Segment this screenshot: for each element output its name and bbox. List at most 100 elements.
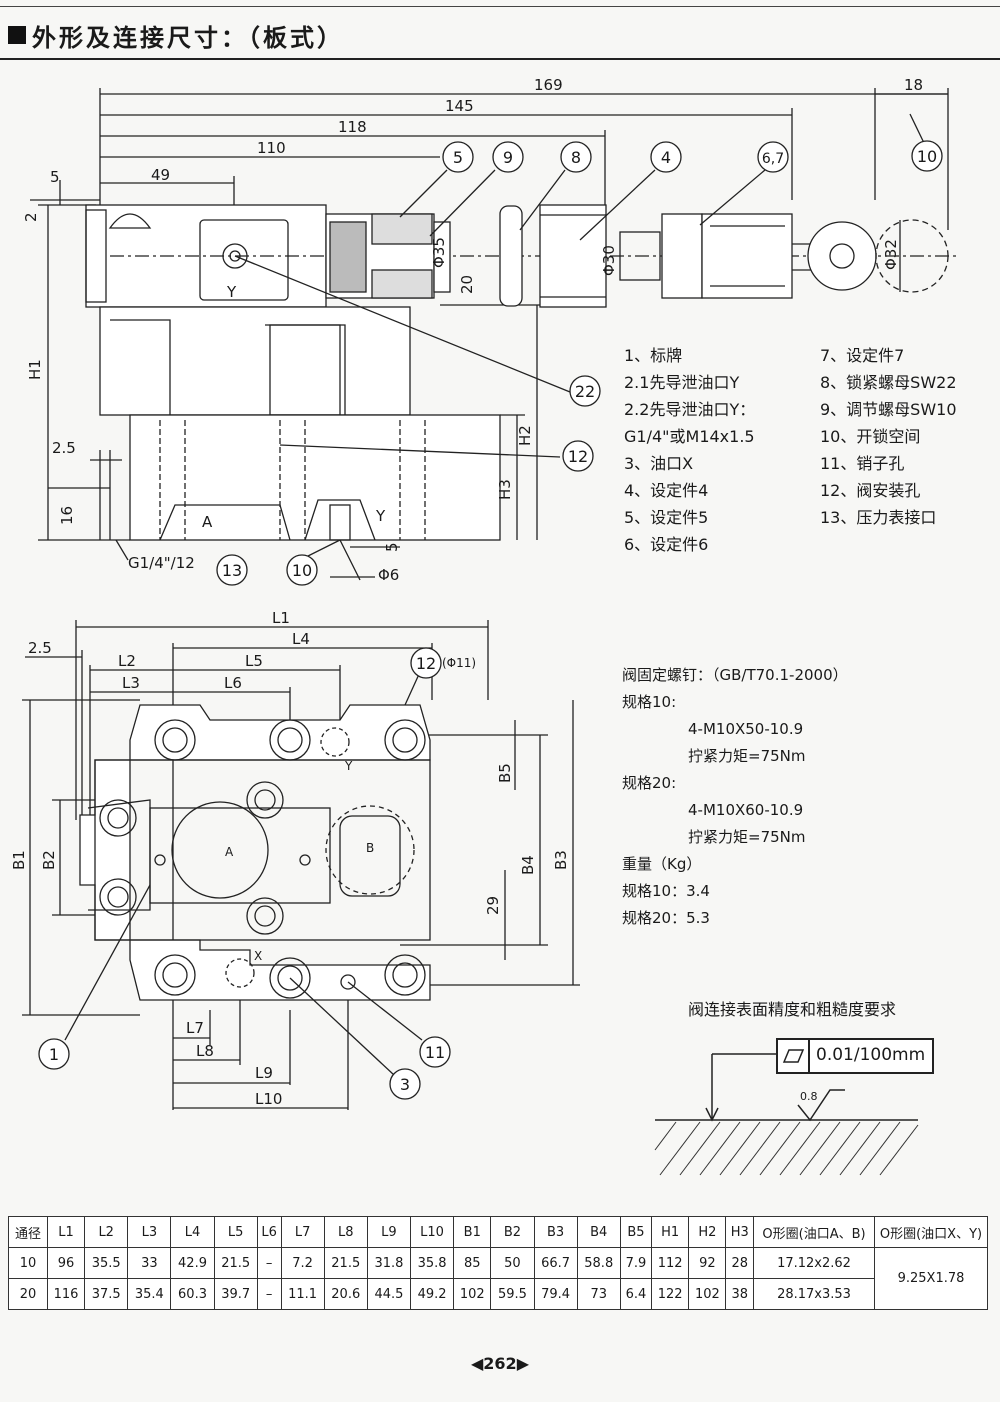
table-cell: 35.8 [409, 1247, 455, 1279]
dim-145: 145 [445, 97, 474, 115]
callout-12-note: (Φ11) [442, 656, 476, 670]
dim-g14-12: G1/4"/12 [128, 554, 195, 572]
header-top-rule [0, 6, 1000, 7]
dimension-table: 通径 L1 L2 L3 L4 L5 L6 L7 L8 L9 L10 B1 B2 … [8, 1216, 988, 1310]
legend-item: 9、调节螺母SW10 [820, 400, 957, 419]
dim-2: 2 [22, 212, 40, 222]
legend-item: 8、锁紧螺母SW22 [820, 373, 957, 392]
table-cell: 85 [453, 1247, 492, 1279]
dim-b1: B1 [10, 850, 28, 870]
table-header-cell: L4 [170, 1216, 215, 1248]
table-header-row: 通径 L1 L2 L3 L4 L5 L6 L7 L8 L9 L10 B1 B2 … [8, 1216, 988, 1248]
dim-l2: L2 [118, 652, 136, 670]
dim-phi32: Φ32 [882, 239, 900, 270]
dim-l6: L6 [224, 674, 242, 692]
side-view-drawing: 169 145 118 110 49 5 18 2 Φ35 20 Φ30 Φ32… [22, 76, 960, 586]
table-cell: 102 [688, 1278, 727, 1310]
dim-l7: L7 [186, 1019, 204, 1037]
table-cell: 21.5 [323, 1247, 368, 1279]
note-weight: 重量（Kg） [622, 855, 702, 873]
dim-l3: L3 [122, 674, 140, 692]
table-header-cell: H2 [688, 1216, 727, 1248]
flatness-frame: 0.01/100mm [776, 1038, 934, 1074]
header-rule [0, 58, 1000, 60]
callout-9: 9 [503, 148, 513, 167]
dim-5-bottom: 5 [383, 542, 401, 552]
table-header-cell: L10 [409, 1216, 455, 1248]
table-row: 10 96 35.5 33 42.9 21.5 – 7.2 21.5 31.8 … [8, 1247, 988, 1310]
note-bolt-standard: 阀固定螺钉：（GB/T70.1-2000） [622, 666, 848, 684]
table-cell-oring-xy: 9.25X1.78 [874, 1247, 988, 1310]
table-cell: 66.7 [533, 1247, 578, 1279]
table-header-cell: L3 [127, 1216, 172, 1248]
table-cell: 73 [576, 1278, 621, 1310]
table-cell: 20.6 [323, 1278, 368, 1310]
callout-10-top: 10 [917, 147, 937, 166]
table-header-cell: L7 [280, 1216, 325, 1248]
flatness-value: 0.01/100mm [816, 1045, 926, 1065]
legend-left: 1、标牌 2.1先导泄油口Y 2.2先导泄油口Y： G1/4"或M14x1.5 … [624, 342, 755, 558]
table-cell: 28.17x3.53 [753, 1278, 875, 1310]
table-header-cell: L8 [323, 1216, 368, 1248]
dim-h2: H2 [516, 425, 534, 446]
port-y-side: Y [375, 507, 386, 525]
table-cell: 44.5 [366, 1278, 412, 1310]
port-y-top: Y [226, 283, 237, 301]
table-cell: 37.5 [84, 1278, 129, 1310]
dim-169: 169 [534, 76, 563, 94]
dim-l4: L4 [292, 630, 310, 648]
port-y-face: Y [344, 759, 353, 773]
table-header-cell: 通径 [8, 1216, 48, 1248]
table-cell: 35.4 [127, 1278, 172, 1310]
legend-item: 13、压力表接口 [820, 508, 937, 527]
table-cell: 50 [490, 1247, 535, 1279]
table-cell: 122 [651, 1278, 690, 1310]
table-cell: – [256, 1278, 282, 1310]
table-cell: 49.2 [409, 1278, 455, 1310]
callout-4: 4 [661, 148, 671, 167]
dim-l9: L9 [255, 1064, 273, 1082]
table-header-cell: L2 [84, 1216, 129, 1248]
table-cell: 59.5 [490, 1278, 535, 1310]
flatness-icon [778, 1040, 810, 1072]
table-cell: 42.9 [170, 1247, 215, 1279]
mounting-notes: 阀固定螺钉：（GB/T70.1-2000） 规格10: 4-M10X50-10.… [622, 662, 848, 932]
note-weight-10: 规格10：3.4 [622, 882, 710, 900]
dim-l1: L1 [272, 609, 290, 627]
table-cell: 28 [725, 1247, 754, 1279]
legend-item: 12、阀安装孔 [820, 481, 921, 500]
table-cell: 102 [453, 1278, 492, 1310]
table-header-cell: O形圈(油口A、B) [753, 1216, 875, 1248]
callout-6-7: 6,7 [762, 151, 784, 167]
table-header-cell: B2 [490, 1216, 535, 1248]
dim-phi30: Φ30 [600, 245, 618, 276]
port-x-face: X [254, 949, 262, 963]
callout-3: 3 [400, 1075, 410, 1094]
callout-1: 1 [49, 1045, 59, 1064]
note-bolt-20: 4-M10X60-10.9 [688, 801, 804, 819]
dim-b4: B4 [519, 855, 537, 875]
callout-12: 12 [568, 447, 588, 466]
table-header-cell: B5 [619, 1216, 653, 1248]
port-a-face: A [225, 845, 234, 859]
table-cell: 6.4 [619, 1278, 653, 1310]
callout-13: 13 [222, 561, 242, 580]
dim-h1: H1 [26, 359, 44, 380]
dim-l5: L5 [245, 652, 263, 670]
page-header: 外形及连接尺寸：（板式） [0, 0, 1000, 62]
table-header-cell: L9 [366, 1216, 412, 1248]
legend-item: 5、设定件5 [624, 508, 709, 527]
table-header-cell: L1 [46, 1216, 86, 1248]
table-cell: – [256, 1247, 282, 1279]
page-title: 外形及连接尺寸：（板式） [32, 24, 344, 52]
table-cell: 58.8 [576, 1247, 621, 1279]
table-row: 20 116 37.5 35.4 60.3 39.7 – 11.1 20.6 4… [8, 1278, 988, 1310]
table-cell: 20 [8, 1278, 48, 1310]
dim-16: 16 [58, 506, 76, 525]
legend-item: 6、设定件6 [624, 535, 709, 554]
note-torque-20: 拧紧力矩=75Nm [688, 828, 806, 846]
legend-item: 4、设定件4 [624, 481, 709, 500]
port-a-side: A [202, 513, 213, 531]
table-cell: 79.4 [533, 1278, 578, 1310]
dim-phi6: Φ6 [378, 566, 399, 584]
